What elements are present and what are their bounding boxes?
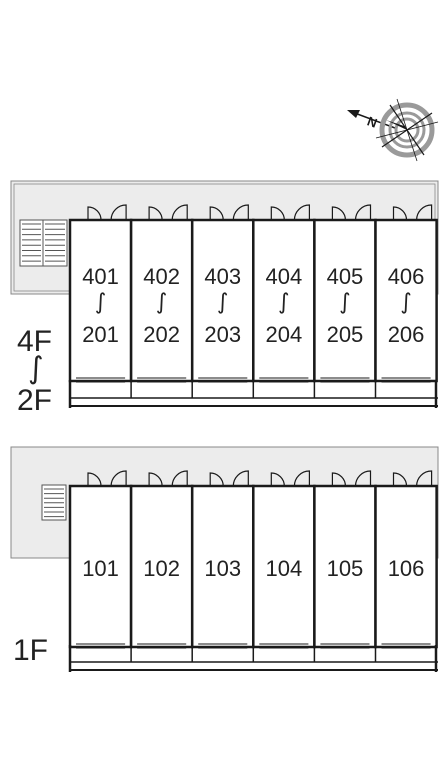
lower-staircase (41, 484, 67, 521)
upper-staircase (19, 219, 68, 267)
upper-building-block: 401∫201402∫202403∫203404∫204405∫205406∫2… (10, 180, 439, 417)
door-swing-icon (270, 206, 285, 221)
unit-number: 102 (143, 556, 180, 581)
door-swing-icon (148, 472, 163, 487)
lower-building-block: 101 102 103 104 105 106 1F (10, 446, 439, 672)
floor-range-top: 4F (17, 325, 52, 358)
unit-number-bottom: 205 (327, 322, 364, 347)
unit-number-bottom: 203 (204, 322, 241, 347)
upper-floor-label: 4F ∫ 2F (17, 325, 52, 417)
unit-number: 101 (82, 556, 119, 581)
door-swing-icon (270, 472, 285, 487)
lower-balcony (68, 645, 438, 672)
unit-number-bottom: 204 (265, 322, 302, 347)
unit: 404∫ 204 (252, 204, 316, 383)
unit: 104 (252, 470, 316, 649)
unit: 101 (68, 470, 133, 649)
unit-number-separator: ∫ (339, 290, 350, 315)
door-swing-icon (209, 472, 224, 487)
door-swing-icon (354, 204, 372, 221)
door-swing-icon (232, 470, 249, 487)
unit: 405∫ 205 (313, 204, 377, 383)
door-swing-icon (293, 470, 310, 487)
unit: 102 (129, 470, 194, 649)
door-swing-icon (392, 206, 408, 221)
unit-number-top: 403 (204, 264, 241, 289)
unit: 103 (190, 470, 255, 649)
unit-number-top: 401 (82, 264, 119, 289)
door-swing-icon (148, 206, 163, 221)
door-swing-icon (87, 206, 102, 221)
unit-number-separator: ∫ (217, 290, 228, 315)
upper-balcony (68, 380, 438, 408)
unit-number: 103 (204, 556, 241, 581)
unit-outline (68, 218, 133, 383)
door-swing-icon (331, 472, 346, 487)
compass-rose-icon (375, 98, 439, 162)
unit: 401∫ 201 (68, 204, 133, 383)
door-swing-icon (416, 470, 433, 487)
unit: 402∫ 202 (129, 204, 194, 383)
unit-number-top: 406 (388, 264, 425, 289)
floor-range-separator: ∫ (28, 351, 44, 386)
floor-label-1f: 1F (13, 634, 48, 667)
unit-number-bottom: 201 (82, 322, 119, 347)
unit-number-separator: ∫ (278, 290, 289, 315)
door-swing-icon (232, 204, 249, 221)
door-swing-icon (209, 206, 224, 221)
unit-number-separator: ∫ (400, 290, 411, 315)
door-swing-icon (392, 472, 408, 487)
door-swing-icon (354, 470, 372, 487)
unit-number-separator: ∫ (156, 290, 167, 315)
unit-number-separator: ∫ (95, 290, 106, 315)
door-swing-icon (331, 206, 346, 221)
door-swing-icon (110, 204, 127, 221)
unit-number: 104 (265, 556, 302, 581)
unit-number-top: 404 (265, 264, 302, 289)
unit-number: 105 (327, 556, 364, 581)
unit-number-top: 402 (143, 264, 180, 289)
unit-outline (374, 218, 438, 383)
door-swing-icon (171, 204, 188, 221)
compass: N (347, 98, 439, 162)
door-swing-icon (87, 472, 102, 487)
unit-outline (252, 218, 316, 383)
unit-outline (68, 484, 133, 649)
unit: 406∫ 206 (374, 204, 438, 383)
unit-number: 106 (388, 556, 425, 581)
door-swing-icon (293, 204, 310, 221)
floor-range-bottom: 2F (17, 384, 52, 417)
door-swing-icon (171, 470, 188, 487)
unit: 105 (313, 470, 377, 649)
unit-number-bottom: 202 (143, 322, 180, 347)
unit-number-top: 405 (327, 264, 364, 289)
unit: 106 (374, 470, 438, 649)
unit-number-bottom: 206 (388, 322, 425, 347)
door-swing-icon (416, 204, 433, 221)
unit: 403∫ 203 (190, 204, 255, 383)
north-label: N (365, 113, 379, 130)
door-swing-icon (110, 470, 127, 487)
